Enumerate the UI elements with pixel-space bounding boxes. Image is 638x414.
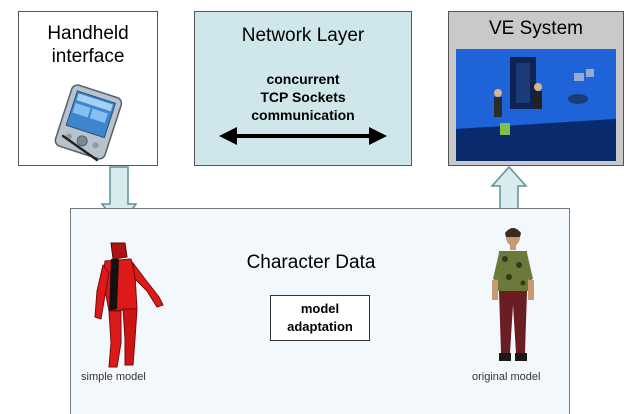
handheld-interface-title: Handheld interface (47, 23, 129, 67)
original-model-figure (492, 228, 534, 361)
network-layer-box: Network Layer concurrent TCP Sockets com… (194, 11, 412, 166)
network-layer-description: concurrent TCP Sockets communication (251, 71, 355, 123)
ve-system-box: VE System (448, 11, 624, 166)
ve-scene-image (456, 49, 616, 161)
character-data-title: Character Data (246, 252, 376, 273)
simple-model-caption: simple model (81, 371, 146, 383)
simple-model-figure (94, 242, 164, 368)
model-adaptation-box: model adaptation (270, 295, 370, 341)
pda-icon (54, 84, 123, 162)
handheld-interface-box: Handheld interface (18, 11, 158, 166)
double-arrow-icon (219, 127, 387, 145)
original-model-caption: original model (472, 371, 541, 383)
network-layer-title: Network Layer (241, 25, 365, 46)
ve-system-title: VE System (489, 18, 583, 39)
character-data-box: Character Data model adaptation simple m… (70, 208, 570, 414)
